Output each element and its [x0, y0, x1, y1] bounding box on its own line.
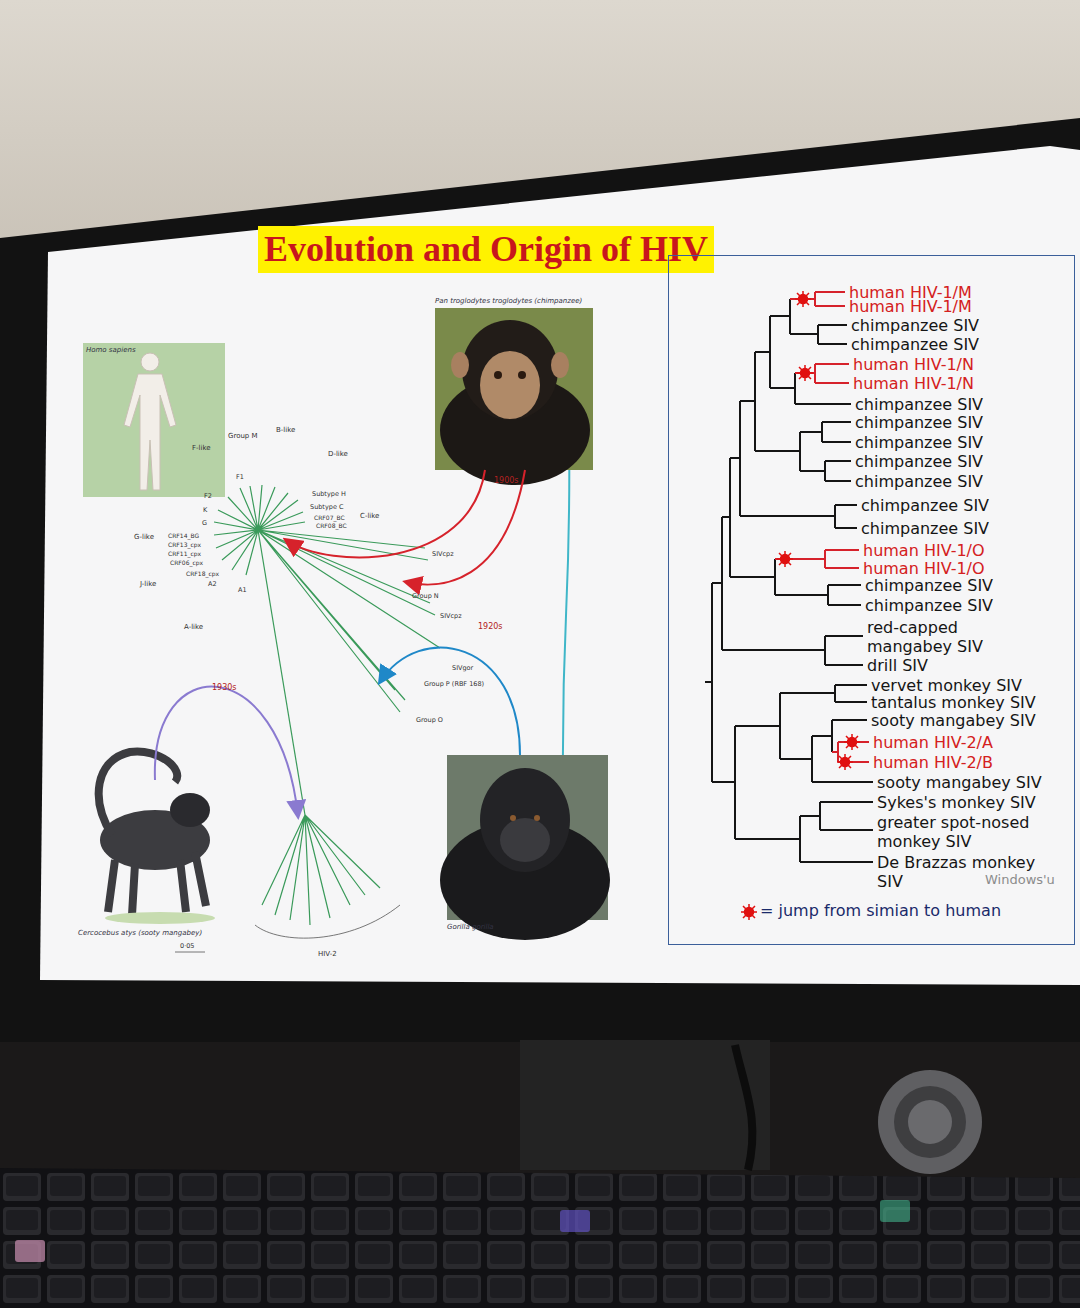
- watermark: Windows'u: [985, 872, 1055, 887]
- jump-star: [741, 291, 860, 920]
- tree-label: D-like: [328, 450, 348, 458]
- tree-label: CRF11_cpx: [168, 550, 201, 557]
- tree-label: C-like: [360, 512, 379, 520]
- leaf-label: chimpanzee SIV: [851, 335, 979, 354]
- legend-text: = jump from simian to human: [760, 901, 1001, 920]
- leaf-label: human HIV-2/A: [873, 733, 993, 752]
- leaf-label: chimpanzee SIV: [865, 596, 993, 615]
- tree-label: Subtype C: [310, 503, 344, 511]
- tree-label: 1930s: [212, 683, 237, 692]
- tree-label: 1920s: [478, 622, 503, 631]
- leaf-label: human HIV-1/O: [863, 541, 985, 560]
- leaf-label: sooty mangabey SIV: [871, 711, 1036, 730]
- tree-label: Group P (RBF 168): [424, 680, 484, 688]
- tree-label: G-like: [134, 533, 154, 541]
- leaf-label: human HIV-1/N: [853, 355, 974, 374]
- tree-label: CRF13_cpx: [168, 541, 201, 548]
- tree-label: SIVcpz: [440, 612, 462, 620]
- tree-label: Group M: [228, 432, 258, 440]
- phylogeny-panel: human HIV-1/Mhuman HIV-1/Mchimpanzee SIV…: [668, 255, 1075, 945]
- leaf-label: Sykes's monkey SIV: [877, 793, 1036, 812]
- transmission-line: [563, 470, 569, 755]
- human-figure: [83, 343, 225, 497]
- tree-label: A2: [208, 580, 217, 588]
- leaf-label: chimpanzee SIV: [855, 472, 983, 491]
- leaf-label: vervet monkey SIV: [871, 676, 1022, 695]
- photo-caption: Homo sapiens: [86, 346, 136, 354]
- tree-label: CRF14_BG: [168, 532, 199, 539]
- tree-label: F-like: [192, 444, 211, 452]
- leaf-label: human HIV-2/B: [873, 753, 993, 772]
- tree-label: Group O: [416, 716, 443, 724]
- sooty-mangabey-drawing: [99, 752, 215, 924]
- hiv-1-tree: [214, 485, 440, 815]
- leaf-label: red-capped mangabey SIV: [867, 618, 995, 656]
- phylogenetic-tree: [705, 292, 873, 862]
- leaf-label: chimpanzee SIV: [861, 496, 989, 515]
- tree-label: 1900s: [494, 476, 519, 485]
- tree-label: Cercocebus atys (sooty mangabey): [78, 929, 202, 937]
- tree-label: Subtype H: [312, 490, 346, 498]
- transmission-arrows: [155, 470, 525, 816]
- leaf-label: chimpanzee SIV: [855, 452, 983, 471]
- leaf-label: chimpanzee SIV: [851, 316, 979, 335]
- tree-label: A-like: [184, 623, 203, 631]
- leaf-label: human HIV-1/O: [863, 559, 985, 578]
- tree-label: 0·05: [180, 942, 194, 950]
- leaf-label: chimpanzee SIV: [861, 519, 989, 538]
- chimpanzee-picture: [435, 308, 593, 485]
- leaf-label: drill SIV: [867, 656, 928, 675]
- tree-label: HIV-2: [318, 950, 337, 958]
- leaf-label: tantalus monkey SIV: [871, 693, 1036, 712]
- tree-label: CRF08_BC: [316, 522, 347, 529]
- leaf-label: sooty mangabey SIV: [877, 773, 1042, 792]
- tree-label: SIVcpz: [432, 550, 454, 558]
- tree-label: SIVgor: [452, 664, 473, 672]
- leaf-label: human HIV-1/M: [849, 297, 972, 316]
- tree-label: G: [202, 519, 207, 527]
- tree-label: F1: [236, 473, 244, 481]
- tree-label: K: [203, 506, 207, 514]
- leaf-label: chimpanzee SIV: [865, 576, 993, 595]
- tree-label: CRF07_BC: [314, 514, 345, 521]
- tree-label: CRF06_cpx: [170, 559, 203, 566]
- gorilla-photo: Gorilla gorilla: [447, 755, 608, 920]
- photo-caption: Pan troglodytes troglodytes (chimpanzee): [435, 297, 582, 305]
- leaf-label: human HIV-1/N: [853, 374, 974, 393]
- chimpanzee-photo: Pan troglodytes troglodytes (chimpanzee): [435, 308, 593, 470]
- leaf-label: chimpanzee SIV: [855, 395, 983, 414]
- hiv-2-tree: [175, 815, 400, 952]
- gorilla-picture: [440, 755, 610, 940]
- leaf-label: chimpanzee SIV: [855, 413, 983, 432]
- tree-label: F2: [204, 492, 212, 500]
- slide-title: Evolution and Origin of HIV: [258, 226, 714, 273]
- tree-label: A1: [238, 586, 247, 594]
- tree-label: Group N: [412, 592, 439, 600]
- photo-caption: Gorilla gorilla: [447, 923, 494, 931]
- leaf-label: chimpanzee SIV: [855, 433, 983, 452]
- leaf-label: greater spot-nosed monkey SIV: [877, 813, 1055, 851]
- human-figure-box: Homo sapiens: [83, 343, 225, 497]
- tree-label: J-like: [140, 580, 156, 588]
- tree-label: B-like: [276, 426, 295, 434]
- tree-label: CRF18_cpx: [186, 570, 219, 577]
